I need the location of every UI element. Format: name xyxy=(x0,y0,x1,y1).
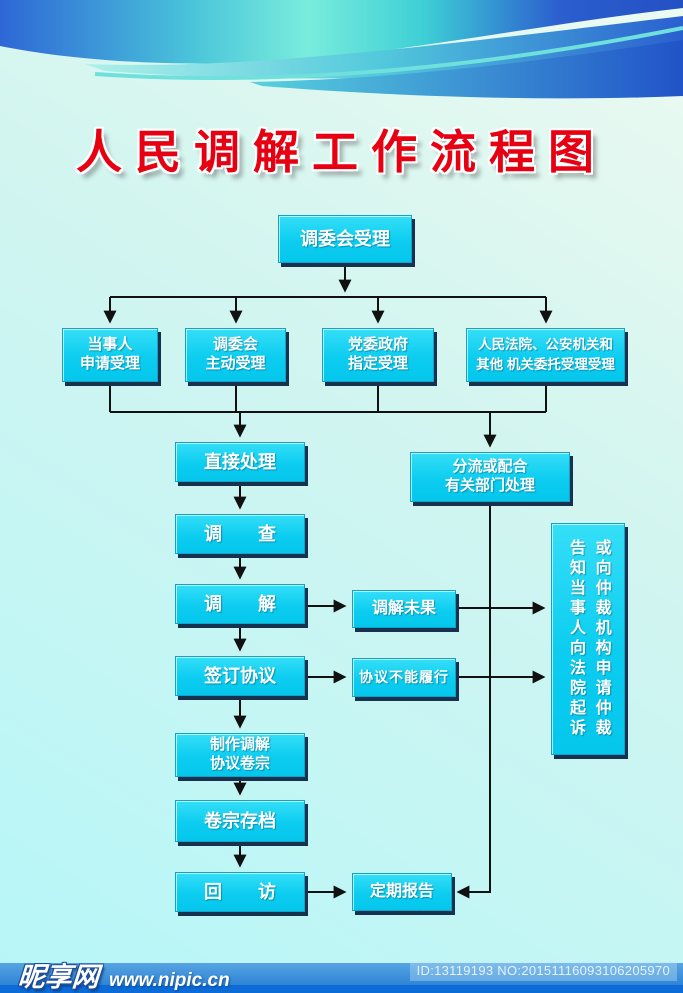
wave-banner-graphic xyxy=(0,0,683,99)
node-label-col2: 或向仲裁机构申请仲裁 xyxy=(592,539,610,739)
node-label: 定期报告 xyxy=(369,883,434,900)
wave-thin-line xyxy=(94,26,683,81)
poster-title: 人民调解工作流程图 xyxy=(76,127,607,178)
node-mediation-failed: 调解未果 xyxy=(352,590,456,628)
node-make-file: 制作调解 协议卷宗 xyxy=(175,733,305,777)
node-committee-initiative: 调委会 主动受理 xyxy=(185,328,286,382)
node-gov-assign: 党委政府 指定受理 xyxy=(322,328,434,382)
node-sign-agreement: 签订协议 xyxy=(175,656,305,696)
node-label-line2: 其他 机关委托受理受理 xyxy=(476,357,615,372)
node-divert: 分流或配合 有关部门处理 xyxy=(410,452,570,502)
node-label-line2: 指定受理 xyxy=(347,355,408,372)
node-label-line2: 协议卷宗 xyxy=(209,755,270,772)
node-label-line2: 主动受理 xyxy=(205,355,266,372)
node-label: 协议不能履行 xyxy=(359,668,449,685)
image-id-text: ID:13119193 NO:20151116093106205970 xyxy=(409,961,677,981)
node-investigate: 调 查 xyxy=(175,514,305,554)
site-url-text: www.nipic.cn xyxy=(109,970,230,991)
wave-band-3 xyxy=(250,40,683,99)
node-label-col1: 告知当事人向法院起诉 xyxy=(567,539,584,739)
wave-main-band xyxy=(0,0,683,64)
node-label: 调 解 xyxy=(204,593,276,614)
footer-strip xyxy=(0,985,683,993)
node-label: 调委会受理 xyxy=(300,228,390,249)
node-agreement-not-performed: 协议不能履行 xyxy=(352,658,456,697)
node-label-line2: 有关部门处理 xyxy=(444,477,535,494)
conn-divert-to-report xyxy=(456,502,491,899)
node-court-entrust: 人民法院、公安机关和 其他 机关委托受理受理 xyxy=(466,328,625,382)
node-label-line1: 制作调解 xyxy=(209,736,270,754)
node-follow-up: 回 访 xyxy=(175,872,305,912)
node-label-line1: 调委会 xyxy=(212,336,258,354)
node-mediate: 调 解 xyxy=(175,584,305,624)
node-label: 回 访 xyxy=(204,881,276,902)
node-label: 签订协议 xyxy=(204,665,276,686)
node-label-line2: 申请受理 xyxy=(79,355,140,372)
node-party-apply: 当事人 申请受理 xyxy=(62,328,158,382)
node-regular-report: 定期报告 xyxy=(352,873,452,911)
node-label: 调解未果 xyxy=(371,600,436,617)
node-archive: 卷宗存档 xyxy=(175,800,305,842)
node-label: 卷宗存档 xyxy=(204,810,276,831)
node-label-line1: 分流或配合 xyxy=(452,458,528,476)
node-direct-handle: 直接处理 xyxy=(175,442,305,482)
node-label-line1: 人民法院、公安机关和 xyxy=(478,337,613,353)
node-label: 直接处理 xyxy=(204,451,276,472)
footer-logo: 昵享网 www.nipic.cn xyxy=(16,955,230,993)
site-name-logo: 昵享网 xyxy=(16,962,100,992)
node-label: 调 查 xyxy=(204,523,276,544)
footer-bar xyxy=(0,963,683,985)
node-committee-accept: 调委会受理 xyxy=(278,215,412,263)
node-label-line1: 当事人 xyxy=(87,336,133,354)
node-label-line1: 党委政府 xyxy=(347,336,408,354)
node-inform-parties: 告知当事人向法院起诉 或向仲裁机构申请仲裁 xyxy=(551,523,625,755)
